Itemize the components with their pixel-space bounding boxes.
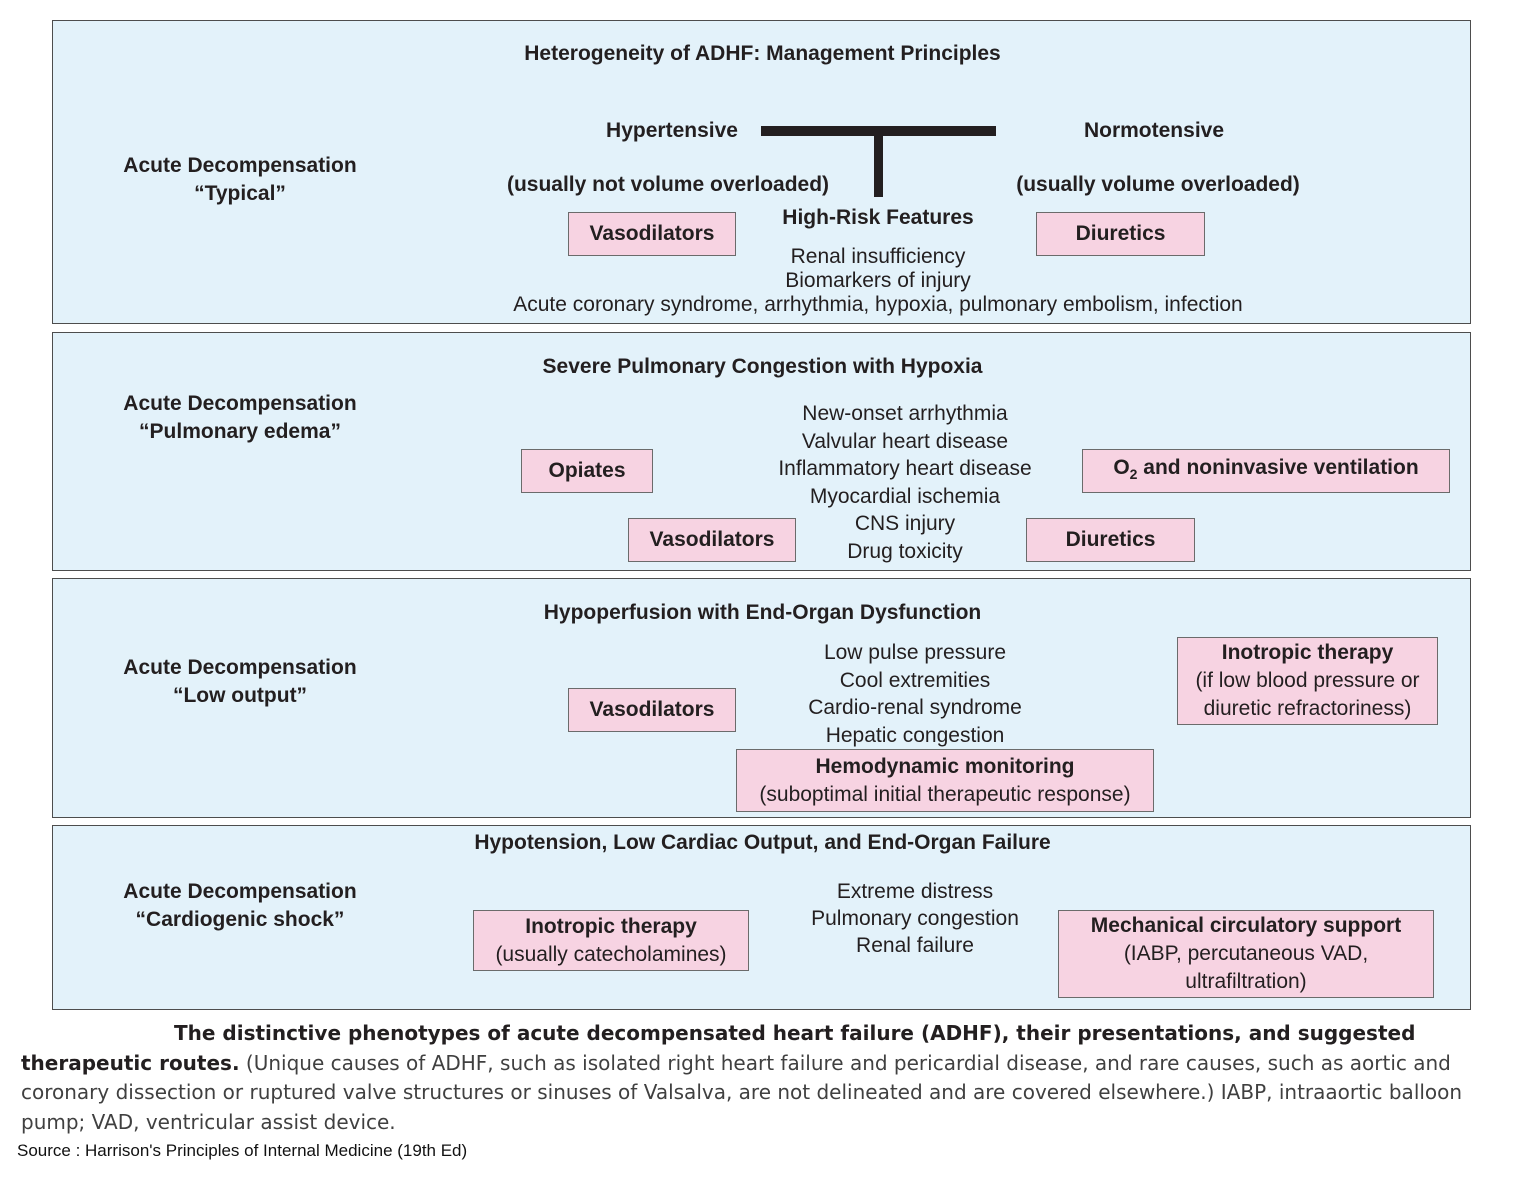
caption-bold: The distinctive phenotypes of acute deco…	[21, 1021, 1416, 1075]
phenotype-label-line2: “Cardiogenic shock”	[135, 908, 345, 931]
feature-item: Drug toxicity	[847, 539, 963, 563]
feature-item: Extreme distress	[836, 880, 994, 903]
box-line: (IABP, percutaneous VAD,	[1123, 942, 1369, 965]
box-label: Diuretics	[1065, 528, 1156, 551]
phenotype-label-line1: Acute Decompensation	[123, 392, 357, 415]
box-label: Diuretics	[1075, 222, 1166, 245]
feature-item: Acute coronary syndrome, arrhythmia, hyp…	[513, 293, 1243, 316]
feature-item: Renal insufficiency	[790, 245, 966, 268]
hemodynamic-monitoring-box: Hemodynamic monitoring (suboptimal initi…	[736, 749, 1154, 812]
panel-title: Hypoperfusion with End-Organ Dysfunction	[543, 601, 982, 624]
phenotype-label-line1: Acute Decompensation	[123, 880, 357, 903]
vasodilators-box: Vasodilators	[628, 518, 796, 562]
normotensive-heading: Normotensive	[1083, 119, 1225, 142]
box-label: Opiates	[548, 459, 626, 482]
phenotype-label-line1: Acute Decompensation	[123, 656, 357, 679]
feature-item: Inflammatory heart disease	[778, 457, 1032, 480]
feature-item: Renal failure	[856, 934, 974, 957]
feature-item: Pulmonary congestion	[811, 907, 1019, 930]
opiates-box: Opiates	[521, 449, 653, 493]
phenotype-label-line2: “Pulmonary edema”	[139, 420, 341, 443]
t-connector-vertical	[874, 131, 883, 197]
box-heading: Inotropic therapy	[1221, 641, 1394, 664]
panel-typical: Heterogeneity of ADHF: Management Princi…	[52, 20, 1471, 324]
panel-title: Heterogeneity of ADHF: Management Princi…	[524, 42, 1001, 65]
box-line: (suboptimal initial therapeutic response…	[759, 782, 1131, 806]
phenotype-label: Acute Decompensation “Typical”	[80, 152, 400, 208]
caption-text: (Unique causes of ADHF, such as isolated…	[21, 1050, 1463, 1134]
feature-item: CNS injury	[854, 512, 956, 535]
feature-item: Myocardial ischemia	[809, 484, 1001, 508]
feature-item: Hepatic congestion	[825, 723, 1005, 747]
normotensive-subheading: (usually volume overloaded)	[1016, 173, 1300, 196]
vasodilators-box: Vasodilators	[568, 212, 736, 256]
mechanical-support-box: Mechanical circulatory support (IABP, pe…	[1058, 910, 1434, 998]
box-label: O2 and noninvasive ventilation	[1113, 455, 1419, 483]
diuretics-box: Diuretics	[1026, 518, 1195, 562]
vasodilators-box: Vasodilators	[568, 688, 736, 732]
hypertensive-subheading: (usually not volume overloaded)	[506, 173, 830, 196]
box-heading: Hemodynamic monitoring	[815, 754, 1075, 778]
phenotype-label: Acute Decompensation “Cardiogenic shock”	[80, 878, 400, 934]
clinical-features: Extreme distress Pulmonary congestion Re…	[765, 878, 1065, 959]
feature-item: Cool extremities	[839, 668, 991, 692]
high-risk-heading: High-Risk Features	[782, 206, 974, 229]
inotropic-therapy-box: Inotropic therapy (if low blood pressure…	[1177, 637, 1438, 725]
box-line: diuretic refractoriness)	[1203, 697, 1412, 720]
figure-caption: The distinctive phenotypes of acute deco…	[21, 1019, 1501, 1137]
box-heading: Inotropic therapy	[525, 914, 697, 938]
box-heading: Mechanical circulatory support	[1090, 914, 1402, 937]
inotropic-therapy-box: Inotropic therapy (usually catecholamine…	[473, 910, 749, 971]
phenotype-label: Acute Decompensation “Low output”	[80, 654, 400, 710]
feature-item: Biomarkers of injury	[785, 269, 971, 292]
panel-title: Severe Pulmonary Congestion with Hypoxia	[542, 355, 983, 378]
phenotype-label: Acute Decompensation “Pulmonary edema”	[80, 390, 400, 446]
o2-ventilation-box: O2 and noninvasive ventilation	[1082, 449, 1450, 493]
panel-low-output: Hypoperfusion with End-Organ Dysfunction…	[52, 578, 1471, 818]
box-label: Vasodilators	[589, 222, 715, 245]
feature-item: Low pulse pressure	[823, 641, 1007, 664]
precipitating-features: New-onset arrhythmia Valvular heart dise…	[755, 400, 1055, 565]
feature-item: Valvular heart disease	[801, 429, 1009, 453]
phenotype-label-line1: Acute Decompensation	[123, 154, 357, 177]
box-line: (usually catecholamines)	[495, 942, 727, 966]
box-label: Vasodilators	[589, 698, 715, 721]
feature-item: New-onset arrhythmia	[802, 402, 1008, 425]
high-risk-features: Renal insufficiency Biomarkers of injury…	[428, 245, 1328, 317]
diuretics-box: Diuretics	[1036, 212, 1205, 256]
clinical-features: Low pulse pressure Cool extremities Card…	[765, 639, 1065, 749]
source-note: Source : Harrison's Principles of Intern…	[17, 1141, 468, 1160]
panel-cardiogenic-shock: Hypotension, Low Cardiac Output, and End…	[52, 825, 1471, 1010]
hypertensive-heading: Hypertensive	[606, 119, 738, 142]
panel-pulmonary-edema: Severe Pulmonary Congestion with Hypoxia…	[52, 332, 1471, 571]
box-line: ultrafiltration)	[1185, 970, 1307, 993]
box-line: (if low blood pressure or	[1195, 669, 1420, 692]
panel-title: Hypotension, Low Cardiac Output, and End…	[474, 831, 1051, 854]
box-label: Vasodilators	[649, 528, 775, 551]
phenotype-label-line2: “Typical”	[194, 182, 286, 205]
phenotype-label-line2: “Low output”	[172, 684, 308, 707]
feature-item: Cardio-renal syndrome	[808, 696, 1022, 719]
